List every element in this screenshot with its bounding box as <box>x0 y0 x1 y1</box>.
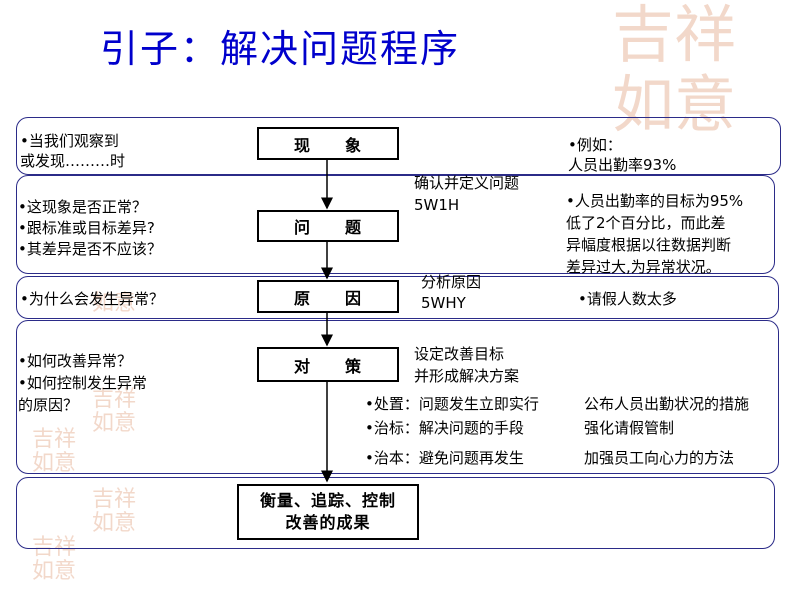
watermark-seal-large: 吉祥 如意 <box>612 0 800 160</box>
watermark-char: 如 <box>92 291 115 316</box>
action-label: •治标：解决问题的手段 <box>365 419 524 437</box>
watermark-char: 吉 <box>92 487 115 512</box>
text-line: 确认并定义问题 <box>414 174 520 192</box>
text-line: 低了2个百分比，而此差 <box>566 214 726 232</box>
watermark-char: 祥 <box>54 535 77 560</box>
text-line: •人员出勤率的目标为95% <box>566 192 744 210</box>
watermark-char: 意 <box>54 559 77 584</box>
node-measure: 衡量、追踪、控制 改善的成果 <box>237 484 419 540</box>
action-example: 强化请假管制 <box>584 419 675 437</box>
watermark-char: 祥 <box>54 427 77 452</box>
observation-example: •例如： 人员出勤率93% <box>568 135 676 175</box>
node-measure-line: 改善的成果 <box>285 513 371 532</box>
node-measure-line: 衡量、追踪、控制 <box>259 491 396 510</box>
text-line: 或发现………时 <box>20 152 126 170</box>
text-line: 设定改善目标 <box>414 345 505 363</box>
watermark-char: 吉 <box>32 427 55 452</box>
problem-questions: •这现象是否正常？ •跟标准或目标差异? •其差异是否不应该？ <box>18 197 162 260</box>
node-phenomenon: 现 象 <box>257 127 399 160</box>
text-line: 人员出勤率93% <box>568 156 677 174</box>
band-countermeasure <box>16 320 779 474</box>
action-example: 公布人员出勤状况的措施 <box>584 395 750 413</box>
text-line: 的原因？ <box>18 396 79 414</box>
action-label: •处置：问题发生立即实行 <box>365 395 539 413</box>
cause-question: •为什么会发生异常？ <box>20 290 164 308</box>
text-line: •当我们观察到 <box>20 132 119 150</box>
watermark-seal-small: 吉祥如意 <box>32 536 76 584</box>
band-observation <box>16 117 781 175</box>
node-countermeasure: 对 策 <box>257 347 399 382</box>
watermark-char: 吉 <box>612 0 675 71</box>
text-line: 异幅度根据以往数据判断 <box>566 236 732 254</box>
watermark-char: 意 <box>114 411 137 436</box>
countermeasure-step: 设定改善目标 并形成解决方案 <box>414 343 519 387</box>
text-line: •这现象是否正常？ <box>18 198 147 216</box>
text-line: •如何控制发生异常 <box>18 374 147 392</box>
watermark-char: 意 <box>114 511 137 536</box>
cause-step: 分析原因 5WHY <box>421 272 481 314</box>
watermark-char: 如 <box>612 68 675 141</box>
watermark-char: 意 <box>674 68 737 141</box>
watermark-char: 祥 <box>114 387 137 412</box>
watermark-char: 吉 <box>32 535 55 560</box>
node-problem: 问 题 <box>257 210 399 242</box>
text-line: 5WHY <box>421 294 466 312</box>
text-line: 差异过大,为异常状况。 <box>566 258 721 276</box>
text-line: 并形成解决方案 <box>414 367 520 385</box>
watermark-char: 如 <box>32 451 55 476</box>
watermark-char: 意 <box>114 291 137 316</box>
watermark-char: 如 <box>92 511 115 536</box>
action-example: 加强员工向心力的方法 <box>584 449 735 467</box>
watermark-char: 如 <box>32 559 55 584</box>
watermark-seal-small: 如意 <box>92 292 136 316</box>
watermark-seal-small: 吉祥如意 <box>32 428 76 476</box>
page-title: 引子：解决问题程序 <box>100 27 461 71</box>
cause-example: •请假人数太多 <box>578 290 677 308</box>
text-line: 分析原因 <box>421 273 482 291</box>
band-measure <box>16 477 775 549</box>
watermark-char: 祥 <box>114 487 137 512</box>
text-line: •其差异是否不应该？ <box>18 240 162 258</box>
watermark-char: 祥 <box>674 0 737 71</box>
text-line: •跟标准或目标差异? <box>18 219 155 237</box>
watermark-seal-small: 吉祥如意 <box>92 388 136 436</box>
action-label: •治本：避免问题再发生 <box>365 449 524 467</box>
countermeasure-questions: •如何改善异常？ •如何控制发生异常 的原因？ <box>18 350 147 416</box>
problem-example: •人员出勤率的目标为95% 低了2个百分比，而此差 异幅度根据以往数据判断 差异… <box>566 190 743 278</box>
band-problem <box>16 175 775 274</box>
text-line: 5W1H <box>414 196 460 214</box>
watermark-char: 意 <box>54 451 77 476</box>
watermark-seal-small: 吉祥如意 <box>92 488 136 536</box>
text-line: •如何改善异常？ <box>18 352 132 370</box>
node-cause: 原 因 <box>257 280 399 313</box>
text-line: •例如： <box>568 136 622 154</box>
watermark-char: 如 <box>92 411 115 436</box>
watermark-char: 吉 <box>92 387 115 412</box>
problem-step: 确认并定义问题 5W1H <box>414 172 519 216</box>
observation-question: •当我们观察到 或发现………时 <box>20 131 125 171</box>
band-cause <box>16 276 779 319</box>
